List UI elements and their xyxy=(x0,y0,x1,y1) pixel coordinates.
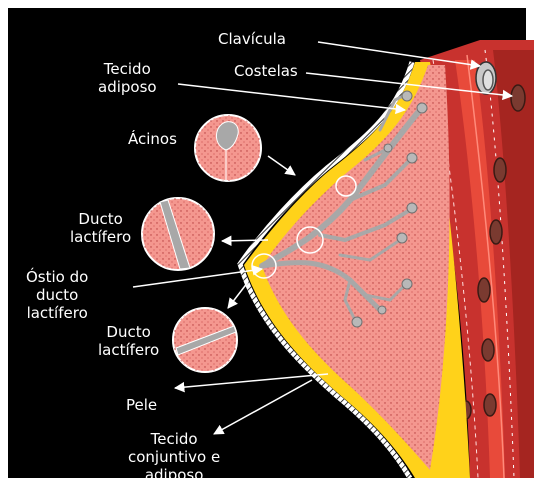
label-costelas: Costelas xyxy=(234,62,298,80)
inset-ducto-2 xyxy=(173,308,237,372)
label-ducto-lactifero-2: Ducto lactífero xyxy=(98,323,159,359)
inset-acinos xyxy=(195,115,261,182)
label-acinos: Ácinos xyxy=(128,130,177,148)
label-tecido-adiposo: Tecido adiposo xyxy=(98,60,157,96)
inset-ducto-1 xyxy=(142,198,214,270)
label-tecido-conjuntivo: Tecido conjuntivo e adiposo xyxy=(128,430,220,484)
label-ducto-lactifero-1: Ducto lactífero xyxy=(70,210,131,246)
label-clavicula: Clavícula xyxy=(218,30,286,48)
label-ostio-ducto-lactifero: Óstio do ducto lactífero xyxy=(26,268,88,322)
label-pele: Pele xyxy=(126,396,157,414)
